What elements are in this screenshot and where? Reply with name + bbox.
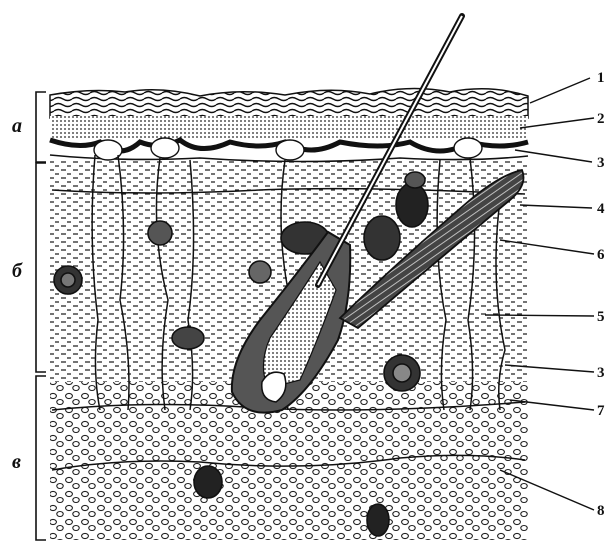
layer-label-dermis: б (12, 260, 23, 282)
leader-5 (485, 315, 594, 316)
bracket-dermis (36, 163, 46, 372)
layer-brackets (36, 92, 46, 540)
callout-3-upper: 3 (597, 155, 605, 171)
callout-5: 5 (597, 309, 605, 325)
stratum-granulosum (50, 116, 528, 138)
callout-3-lower: 3 (597, 365, 605, 381)
bracket-hypodermis (36, 376, 46, 540)
callout-2: 2 (597, 111, 605, 127)
callout-1: 1 (597, 70, 605, 86)
leader-2 (520, 118, 594, 128)
layer-label-hypodermis: в (12, 451, 21, 473)
bracket-epidermis (36, 92, 46, 162)
layer-label-epidermis: а (12, 115, 22, 137)
callout-6: 6 (597, 247, 605, 263)
callout-4: 4 (597, 201, 605, 217)
leader-1 (530, 78, 590, 103)
leader-4 (520, 205, 592, 208)
callout-8: 8 (597, 503, 605, 519)
callout-7: 7 (597, 403, 605, 419)
stratum-corneum (50, 88, 528, 118)
